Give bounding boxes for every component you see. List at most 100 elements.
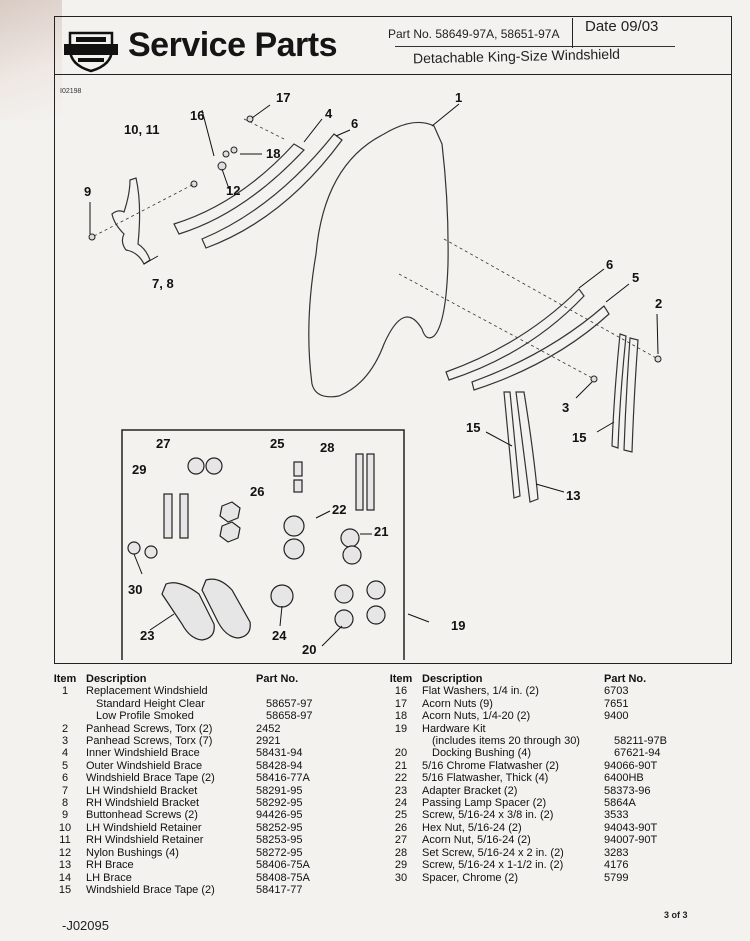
row-description: Passing Lamp Spacer (2) <box>422 797 547 810</box>
row-description: RH Windshield Retainer <box>86 834 204 847</box>
table-header-row: Item Description Part No. <box>52 673 346 685</box>
row-part-number: 58431-94 <box>256 747 303 760</box>
row-item-number: 9 <box>61 809 69 822</box>
row-item-number: 23 <box>394 784 408 797</box>
page-shadow <box>0 0 62 120</box>
callout-5: 5 <box>632 270 639 285</box>
date-label: Date 09/03 <box>585 18 659 35</box>
header-divider <box>54 74 732 75</box>
row-item-number: 15 <box>58 883 72 896</box>
outer-brace-right <box>445 288 585 381</box>
row-part-number: 94066-90T <box>604 759 658 772</box>
callout-27: 27 <box>156 436 170 451</box>
row-part-number: 94426-95 <box>256 809 303 822</box>
row-description: (includes items 20 through 30) <box>432 735 580 748</box>
callout-15-right: 15 <box>572 430 586 445</box>
row-item-number: 26 <box>394 821 408 834</box>
row-item-number: 16 <box>394 685 408 698</box>
row-description: 5/16 Flatwasher, Thick (4) <box>422 772 549 785</box>
row-part-number: 94007-90T <box>604 834 658 847</box>
subtitle-rule <box>395 46 675 47</box>
row-item-number: 11 <box>59 834 71 847</box>
row-part-number: 6400HB <box>604 772 644 785</box>
callout-21: 21 <box>374 524 388 539</box>
row-item-number: 25 <box>394 809 408 822</box>
row-part-number: 58657-97 <box>266 697 313 710</box>
lh-brace-outer <box>623 337 639 453</box>
callout-22: 22 <box>332 502 346 517</box>
row-item-number: 3 <box>61 735 69 748</box>
callout-6-upper: 6 <box>351 116 358 131</box>
bar-and-shield-logo-icon <box>64 31 118 73</box>
row-part-number: 67621-94 <box>614 747 661 760</box>
exploded-parts-diagram: 1 2 3 4 5 6 6 7, 8 9 10, 11 12 13 15 15 … <box>84 90 662 660</box>
row-description: Set Screw, 5/16-24 x 2 in. (2) <box>422 846 564 859</box>
row-description: Screw, 5/16-24 x 3/8 in. (2) <box>422 809 554 822</box>
row-item-number: 4 <box>61 747 69 760</box>
callout-30: 30 <box>128 582 142 597</box>
row-description: Inner Windshield Brace <box>86 747 200 760</box>
row-part-number: 2921 <box>256 735 281 748</box>
row-part-number: 2452 <box>256 722 281 735</box>
row-part-number: 58373-96 <box>604 784 651 797</box>
hardware-kit-box <box>121 429 405 660</box>
callout-17: 17 <box>276 90 290 105</box>
row-part-number: 58428-94 <box>256 759 303 772</box>
figure-id: I02198 <box>60 88 82 95</box>
row-description: LH Windshield Bracket <box>86 784 198 797</box>
row-item-number: 27 <box>394 834 408 847</box>
callout-15-left: 15 <box>466 420 480 435</box>
callout-26: 26 <box>250 484 264 499</box>
row-item-number: 6 <box>61 772 69 785</box>
row-part-number: 4176 <box>604 859 629 872</box>
header-separator <box>572 18 573 48</box>
row-item-number: 24 <box>394 797 408 810</box>
row-description: Docking Bushing (4) <box>432 747 532 760</box>
row-item-number: 2 <box>61 722 69 735</box>
row-description: Outer Windshield Brace <box>86 759 203 772</box>
row-part-number: 58292-95 <box>256 797 303 810</box>
row-description: Low Profile Smoked <box>96 710 194 723</box>
callout-23: 23 <box>140 628 154 643</box>
row-item-number: 17 <box>394 697 408 710</box>
table-row: 3 Panhead Screws, Torx (7) 2921 <box>52 735 346 747</box>
row-description: Hex Nut, 5/16-24 (2) <box>422 821 522 834</box>
callout-3: 3 <box>562 400 569 415</box>
windshield-part <box>308 121 449 398</box>
row-item-number: 21 <box>394 759 408 772</box>
row-description: Flat Washers, 1/4 in. (2) <box>422 685 539 698</box>
inner-brace-upper <box>173 143 305 235</box>
row-description: Panhead Screws, Torx (7) <box>86 735 213 748</box>
row-item-number <box>388 735 414 747</box>
row-part-number <box>592 723 664 735</box>
col-header-item: Item <box>53 673 77 685</box>
brace-tape-right <box>471 305 610 391</box>
row-part-number: 58417-77 <box>256 883 303 896</box>
row-description: Windshield Brace Tape (2) <box>86 772 215 785</box>
table-header-row: Item Description Part No. <box>388 673 674 685</box>
illustration-frame <box>54 16 732 664</box>
row-part-number: 58291-95 <box>256 784 303 797</box>
callout-9: 9 <box>84 184 91 199</box>
callout-13: 13 <box>566 488 580 503</box>
row-item-number: 13 <box>58 859 72 872</box>
row-description: Spacer, Chrome (2) <box>422 871 518 884</box>
row-part-number: 58406-75A <box>256 859 310 872</box>
